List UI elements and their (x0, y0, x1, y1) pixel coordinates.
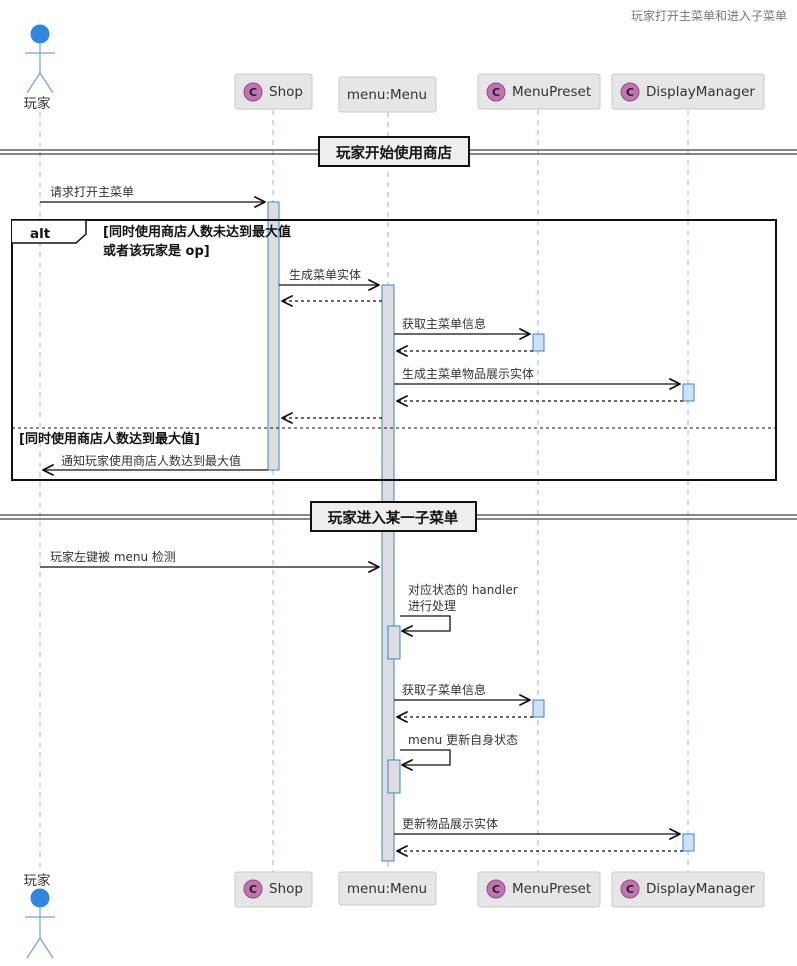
return-menupreset-to-menu-2 (396, 711, 533, 723)
message-self-update: menu 更新自身状态 (400, 732, 518, 771)
message-create-display-entity: 生成主菜单物品展示实体 (394, 366, 681, 390)
message-create-menu-entity: 生成菜单实体 (279, 267, 380, 291)
participant-menu-bottom: menu:Menu (338, 871, 437, 906)
menu-self-activation-1 (387, 625, 401, 660)
message-update-display-entity: 更新物品展示实体 (394, 816, 681, 840)
message-label: 获取主菜单信息 (402, 316, 486, 331)
svg-text:C: C (492, 86, 500, 99)
svg-text:C: C (249, 86, 257, 99)
svg-text:C: C (626, 883, 634, 896)
arrowhead-icon (396, 345, 408, 357)
class-icon (243, 82, 263, 102)
arrowhead-icon (519, 328, 531, 340)
arrowhead-icon (519, 694, 531, 706)
actor-label-top: 玩家 (24, 95, 51, 112)
actor-label-bottom: 玩家 (24, 872, 51, 889)
else-condition: [同时使用商店人数达到最大值] (19, 431, 200, 447)
actor-bottom: 玩家 (24, 872, 55, 959)
return-menu-to-shop-2 (281, 412, 382, 424)
menupreset-activation-2 (532, 699, 545, 718)
return-menupreset-to-menu (396, 345, 533, 357)
svg-text:C: C (249, 883, 257, 896)
message-label: 通知玩家使用商店人数达到最大值 (61, 453, 241, 468)
displaymanager-activation-2 (682, 833, 695, 852)
participant-label: DisplayManager (646, 881, 755, 897)
arrowhead-icon (396, 711, 408, 723)
arrowhead-icon (401, 625, 413, 637)
alt-condition-line2: 或者该玩家是 op] (103, 243, 210, 259)
message-get-main-menu-info: 获取主菜单信息 (394, 316, 531, 340)
divider-label: 玩家进入某一子菜单 (328, 509, 459, 527)
class-icon (620, 879, 640, 899)
displaymanager-activation-1 (682, 383, 695, 402)
class-icon (486, 82, 506, 102)
class-icon (620, 82, 640, 102)
actor-top: 玩家 (24, 24, 55, 112)
actor-head-icon (30, 24, 50, 44)
arrowhead-icon (368, 561, 380, 573)
message-self-handler: 对应状态的 handler 进行处理 (400, 582, 518, 637)
return-menu-to-shop-1 (281, 295, 382, 307)
message-label: 获取子菜单信息 (402, 682, 486, 697)
arrowhead-icon (42, 464, 54, 476)
arrowhead-icon (254, 196, 266, 208)
participant-menu-top: menu:Menu (338, 76, 437, 113)
message-notify-max-reached: 通知玩家使用商店人数达到最大值 (42, 453, 268, 476)
alt-frame: alt [同时使用商店人数未达到最大值 或者该玩家是 op] [同时使用商店人数… (11, 219, 777, 481)
participant-shop-bottom: C Shop (234, 871, 313, 908)
menupreset-activation-1 (532, 333, 545, 352)
return-displaymanager-to-menu-2 (396, 845, 683, 857)
alt-tag: alt (30, 226, 51, 242)
message-label-line1: 对应状态的 handler (408, 582, 518, 597)
message-label: 生成主菜单物品展示实体 (402, 366, 534, 381)
message-left-click-detected: 玩家左键被 menu 检测 (40, 549, 380, 573)
actor-head-icon (30, 888, 50, 908)
message-label-line2: 进行处理 (408, 599, 456, 613)
participant-label: DisplayManager (646, 84, 755, 100)
class-icon (486, 879, 506, 899)
message-label: 请求打开主菜单 (50, 185, 134, 199)
return-displaymanager-to-menu (396, 395, 683, 407)
participant-displaymanager-top: C DisplayManager (611, 73, 765, 110)
divider-enter-submenu: 玩家进入某一子菜单 (0, 501, 797, 532)
arrowhead-icon (281, 412, 293, 424)
participant-label: Shop (269, 84, 303, 100)
participant-displaymanager-bottom: C DisplayManager (611, 871, 765, 908)
message-label: 玩家左键被 menu 检测 (50, 549, 176, 564)
svg-text:C: C (626, 86, 634, 99)
class-icon (243, 879, 263, 899)
menu-activation (381, 284, 395, 862)
participant-label: MenuPreset (512, 84, 591, 100)
message-request-main-menu: 请求打开主菜单 (40, 185, 266, 208)
svg-text:C: C (492, 883, 500, 896)
participant-label: MenuPreset (512, 881, 591, 897)
message-label: menu 更新自身状态 (408, 732, 518, 747)
participant-label: menu:Menu (347, 881, 427, 897)
arrowhead-icon (396, 395, 408, 407)
participant-label: menu:Menu (347, 87, 427, 103)
shop-activation (267, 201, 280, 471)
participant-menupreset-top: C MenuPreset (477, 73, 601, 110)
arrowhead-icon (669, 378, 681, 390)
menu-self-activation-2 (387, 759, 401, 794)
arrowhead-icon (669, 828, 681, 840)
message-label: 生成菜单实体 (289, 267, 361, 282)
arrowhead-icon (281, 295, 293, 307)
arrowhead-icon (368, 279, 380, 291)
message-get-submenu-info: 获取子菜单信息 (394, 682, 531, 706)
participant-label: Shop (269, 881, 303, 897)
page-title: 玩家打开主菜单和进入子菜单 (631, 8, 787, 23)
arrowhead-icon (396, 845, 408, 857)
participant-menupreset-bottom: C MenuPreset (477, 871, 601, 908)
message-label: 更新物品展示实体 (402, 816, 498, 831)
arrowhead-icon (401, 759, 413, 771)
alt-condition-line1: [同时使用商店人数未达到最大值 (103, 224, 291, 240)
divider-start-shop: 玩家开始使用商店 (0, 136, 797, 167)
divider-label: 玩家开始使用商店 (336, 144, 452, 162)
participant-shop-top: C Shop (234, 73, 313, 110)
